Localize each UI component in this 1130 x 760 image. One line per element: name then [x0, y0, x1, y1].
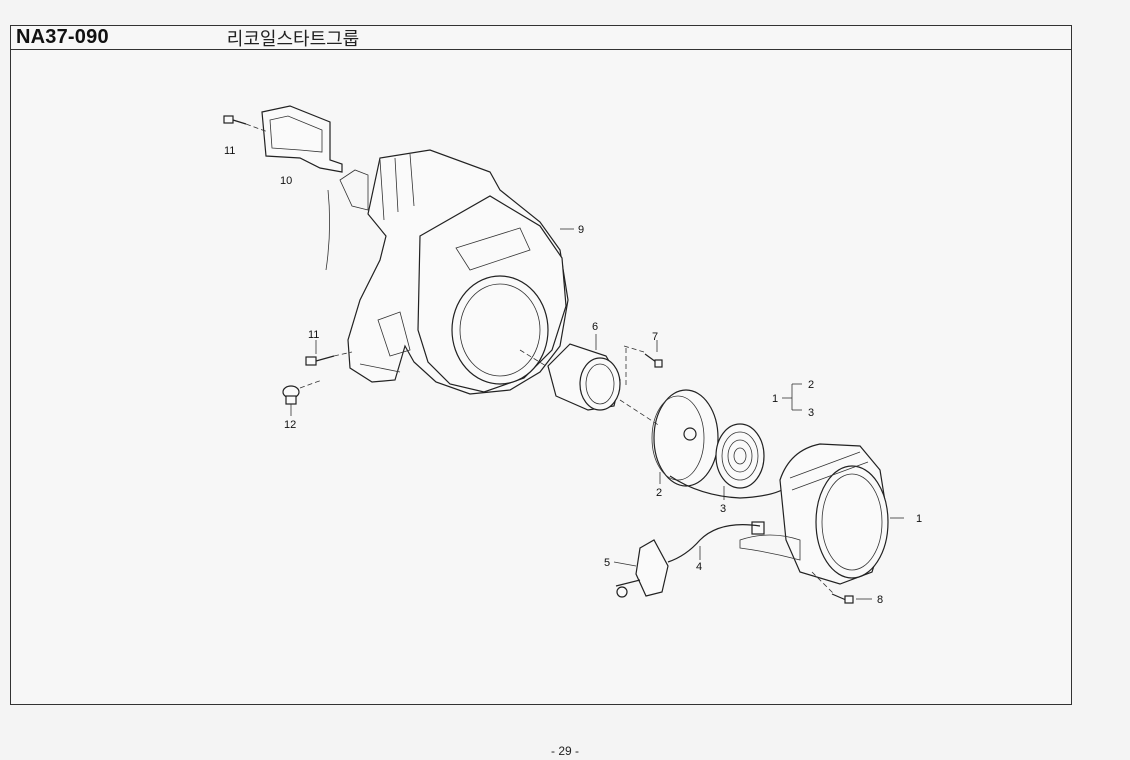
callout-5: 5 [604, 557, 610, 569]
callout-3: 3 [808, 407, 814, 419]
callout-4: 4 [696, 561, 702, 573]
bolt-upper [223, 115, 269, 133]
callout-9: 9 [578, 224, 584, 236]
group-title: 리코일스타트그룹 [226, 28, 360, 50]
callout-10: 10 [280, 175, 292, 187]
recoil-spring [715, 423, 765, 489]
callout-1: 1 [772, 393, 778, 405]
reel-pulley [651, 389, 719, 487]
callout-6: 6 [592, 321, 598, 333]
callout-8: 8 [877, 594, 883, 606]
starter-cup [547, 343, 621, 411]
fan-housing [325, 149, 569, 395]
callout-3: 3 [720, 503, 726, 515]
header-divider [10, 49, 1072, 50]
callout-11: 11 [308, 329, 319, 341]
header: NA37-090 리코일스타트그룹 [10, 25, 1072, 50]
callout-2: 2 [656, 487, 662, 499]
callout-7: 7 [652, 331, 658, 343]
page-number: - 29 - [550, 744, 579, 758]
callout-2: 2 [808, 379, 814, 391]
cap-plug [282, 379, 323, 405]
callout-11: 11 [224, 145, 235, 157]
callout-1: 1 [916, 513, 922, 525]
cup-screw [644, 353, 663, 368]
callout-12: 12 [284, 419, 296, 431]
part-code: NA37-090 [16, 26, 109, 48]
assembly-bracket [782, 383, 802, 411]
starter-case [739, 443, 889, 585]
case-screw [831, 593, 854, 604]
bolt-lower [305, 351, 353, 366]
gasket-plate [261, 105, 343, 173]
starter-handle [615, 539, 669, 598]
